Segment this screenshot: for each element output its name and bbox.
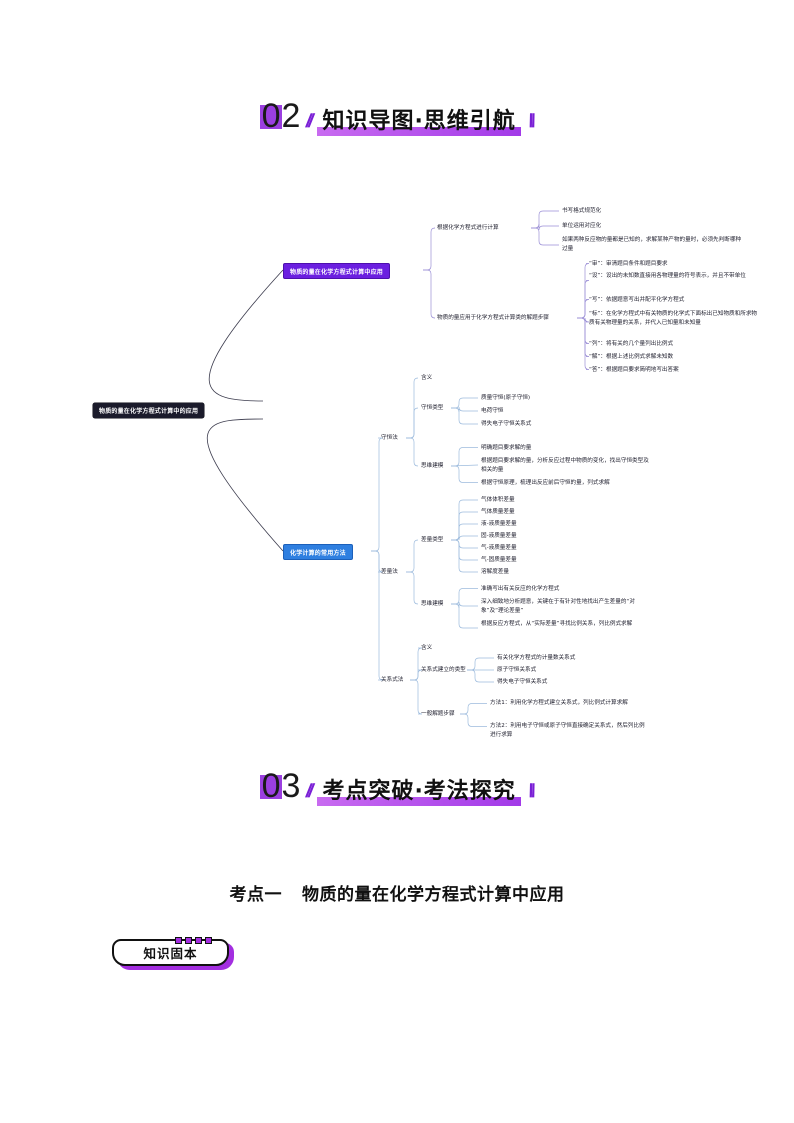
section-title-row-03: // 考点突破·考法探究 \\: [303, 779, 535, 806]
mindmap-leaf-node: 气体体积差量: [481, 496, 515, 503]
slash-left-icon-03: //: [303, 781, 313, 802]
mindmap-leaf-node: 得失电子守恒关系式: [481, 420, 532, 427]
mindmap-leaf-node: “列”：将有关的几个量列出比例式: [589, 341, 674, 347]
mindmap-sub-node: 思维建模: [421, 600, 444, 607]
mindmap-leaf-node: 方法1：利用化学方程式建立关系式，列比例式计算求解: [490, 700, 628, 706]
mindmap-leaf-node: “标”：在化学方程式中有关物质的化学式下面标出已知物质和所求物质有关物理量的关系…: [589, 311, 758, 326]
mindmap-child-node: 守恒法: [381, 434, 398, 441]
badge-tab-icon: [205, 937, 212, 944]
mindmap-sub-node: 守恒类型: [421, 404, 444, 411]
mindmap-leaf-node: “设”：设出的未知数直接用各物理量的符号表示，并且不带单位: [589, 273, 746, 279]
mindmap-leaf-node: 溶解度差量: [481, 568, 509, 575]
mindmap-leaf-node: 根据反应方程式，从“实际差量”寻找比例关系，列比例式求解: [481, 621, 633, 627]
mindmap-leaf-node: “审”：审清题目条件和题目要求: [589, 261, 668, 267]
section-title-02: 知识导图·思维引航: [322, 109, 516, 134]
mindmap-leaf-node: 书写格式规范化: [562, 207, 602, 214]
exam-point-heading: 考点一物质的量在化学方程式计算中应用: [0, 880, 794, 905]
mindmap-child-node: 物质的量应用于化学方程式计算类的解题步骤: [437, 314, 549, 321]
mindmap-leaf-node: 根据守恒原理，梳理出反应前后守恒的量，列式求解: [481, 480, 610, 486]
mindmap-leaf-node: 固-液质量差量: [481, 532, 517, 539]
exam-point-title: 物质的量在化学方程式计算中应用: [302, 885, 565, 905]
mindmap-child-node: 差量法: [381, 568, 398, 575]
mindmap-root-node: 物质的量在化学方程式计算中的应用: [93, 402, 205, 418]
mindmap-leaf-node: 气-固质量差量: [481, 556, 517, 563]
section-title-wrap-03: 考点突破·考法探究: [317, 779, 521, 806]
mindmap-leaf-node: 气-液质量差量: [481, 544, 517, 551]
mindmap-sub-node: 关系式建立的类型: [421, 666, 466, 673]
badge-tab-icon: [185, 937, 192, 944]
badge-tab-icon: [195, 937, 202, 944]
section-number-03: 03: [261, 767, 302, 805]
section-number-wrap-02: 02: [259, 96, 302, 136]
knowledge-badge-tabs-icon: [175, 937, 212, 944]
mindmap-leaf-node: 准确写出有关反应的化学方程式: [481, 586, 560, 592]
mindmap-sub-node: 差量类型: [421, 536, 444, 543]
section-title-underline-03: [317, 797, 521, 806]
section-title-03: 考点突破·考法探究: [322, 779, 516, 804]
mindmap-leaf-node: 气体质量差量: [481, 508, 515, 515]
mindmap-leaf-node: 质量守恒(原子守恒): [481, 394, 531, 401]
badge-tab-icon: [175, 937, 182, 944]
section-number-02: 02: [261, 97, 302, 135]
section-number-wrap-03: 03: [259, 766, 302, 806]
mindmap-leaf-node: 深入细致地分析题意，关键在于有针对性地找出产生差量的“对象”及“理论差量”: [481, 599, 635, 614]
mindmap-sub-node: 含义: [421, 644, 433, 651]
mindmap: 物质的量在化学方程式计算中的应用 物质的量在化学方程式计算中应用 根据化学方程式进行…: [93, 207, 758, 738]
mindmap-child-node: 根据化学方程式进行计算: [437, 224, 499, 231]
section-title-underline-02: [317, 127, 521, 136]
mindmap-leaf-node: 液-液质量差量: [481, 520, 517, 527]
mindmap-branch-node-1: 物质的量在化学方程式计算中应用: [283, 263, 391, 279]
mindmap-leaf-node: 明确题目要求解的量: [481, 445, 532, 451]
knowledge-badge: 知识固本: [112, 937, 236, 971]
mindmap-leaf-node: 电荷守恒: [481, 407, 504, 414]
mindmap-leaf-node: “写”：依据题意写出并配平化学方程式: [589, 297, 685, 303]
exam-point-label: 考点一: [229, 885, 282, 905]
mindmap-leaf-node: 原子守恒关系式: [497, 666, 537, 673]
mindmap-sub-node: 思维建模: [421, 462, 444, 469]
mindmap-leaf-node: 得失电子守恒关系式: [497, 678, 548, 685]
mindmap-branch-node-2: 化学计算的常用方法: [283, 544, 353, 560]
mindmap-connector-lines: [206, 210, 590, 727]
section-number-block-icon: [259, 105, 282, 129]
section-heading-03: 03 // 考点突破·考法探究 \\: [0, 766, 794, 806]
mindmap-child-node: 关系式法: [381, 676, 404, 683]
section-title-row-02: // 知识导图·思维引航 \\: [304, 109, 535, 136]
section-title-wrap-02: 知识导图·思维引航: [317, 109, 521, 136]
mindmap-leaf-node: 单位运用对应化: [562, 222, 602, 229]
mindmap-leaf-node: 根据题目要求解的量，分析反应过程中物质的变化，找出守恒类型及相关的量: [481, 458, 649, 473]
mindmap-sub-node: 含义: [421, 374, 433, 381]
section-number-block-icon: [259, 775, 282, 799]
mindmap-leaf-node: 有关化学方程式的计量数关系式: [497, 654, 576, 661]
slash-right-icon-03: \\: [525, 781, 535, 802]
section-heading-02: 02 // 知识导图·思维引航 \\: [0, 96, 794, 136]
mindmap-leaf-node: 方法2：利用电子守恒或原子守恒直接确定关系式，然后列比例进行求算: [490, 723, 645, 738]
mindmap-leaf-node: “解”：根据上述比例式求解未知数: [589, 354, 674, 360]
knowledge-badge-label: 知识固本: [143, 946, 198, 961]
mindmap-leaf-node: “答”：根据题目要求简明地写出答案: [589, 367, 679, 373]
mindmap-sub-node: 一般解题步骤: [421, 710, 455, 717]
mindmap-leaf-node: 如果两种反应物的量都是已知的，求解某种产物的量时，必须先判断哪种过量: [562, 236, 742, 252]
